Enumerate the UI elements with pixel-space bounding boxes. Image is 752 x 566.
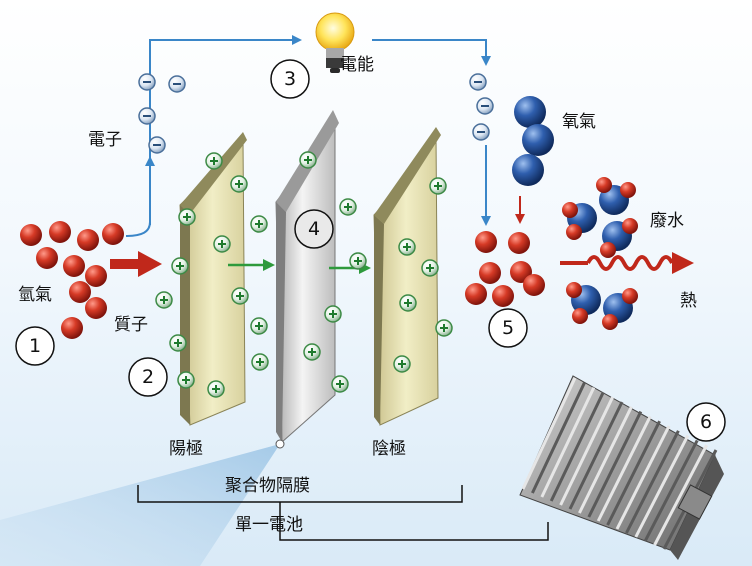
electron-group-left: [138, 73, 186, 154]
stack-fin: [606, 420, 661, 526]
heat-arrow: [560, 252, 694, 274]
marker-4: 4: [294, 209, 334, 249]
marker-2: 2: [128, 357, 168, 397]
svg-text:6: 6: [700, 411, 712, 433]
stack-fin: [587, 410, 643, 518]
proton-particle: [331, 375, 349, 393]
proton-particle: [230, 175, 248, 193]
label-heat: 熱: [680, 291, 697, 311]
proton-particle: [324, 305, 342, 323]
proton-particle: [177, 371, 195, 389]
proton-particle: [205, 152, 223, 170]
electron-particle: [138, 73, 156, 91]
marker-6: 6: [686, 402, 726, 442]
light-bulb-icon: [315, 12, 355, 73]
stack-fin: [540, 386, 596, 498]
stack-fin: [559, 396, 614, 506]
proton-particle: [399, 294, 417, 312]
label-membrane: 聚合物隔膜: [225, 476, 310, 496]
proton-particle: [250, 317, 268, 335]
electron-particle: [476, 97, 494, 115]
circuit-wire-right: [372, 39, 491, 66]
proton-particle: [207, 380, 225, 398]
proton-particle: [251, 353, 269, 371]
hydrogen-atoms-output: [465, 231, 545, 307]
circuit-wire-left: [149, 35, 302, 160]
proton-particle: [349, 252, 367, 270]
stack-fin: [568, 401, 624, 510]
proton-particle: [155, 291, 173, 309]
proton-particle: [299, 151, 317, 169]
electron-particle: [472, 123, 490, 141]
hydrogen-atoms-input: [20, 221, 124, 339]
oxygen-molecules: [512, 96, 554, 186]
svg-text:5: 5: [502, 317, 514, 339]
stack-fins: [521, 377, 718, 550]
single-cell-bracket: [279, 502, 549, 541]
svg-text:3: 3: [284, 68, 296, 90]
stack-fin: [625, 430, 680, 534]
label-electron: 電子: [88, 130, 122, 150]
proton-particle: [213, 235, 231, 253]
magnify-beam: [0, 444, 280, 566]
label-electricity: 電能: [340, 55, 374, 75]
proton-particle: [339, 198, 357, 216]
water-molecules: [562, 177, 638, 330]
electron-particle: [469, 73, 487, 91]
marker-3: 3: [270, 59, 310, 99]
stack-fin: [578, 406, 633, 514]
label-hydrogen: 氫氣: [18, 285, 52, 305]
electron-particle: [138, 107, 156, 125]
stack-fin: [634, 434, 690, 538]
proton-particle: [303, 343, 321, 361]
svg-text:2: 2: [142, 366, 154, 388]
proton-particles: [155, 151, 453, 398]
stack-fin: [653, 444, 708, 546]
stack-fin: [521, 377, 577, 490]
proton-particle: [393, 355, 411, 373]
proton-particle: [398, 238, 416, 256]
marker-5: 5: [488, 308, 528, 348]
label-proton: 質子: [114, 315, 148, 335]
svg-text:1: 1: [29, 335, 41, 357]
electron-particle: [168, 75, 186, 93]
label-cathode: 陰極: [372, 439, 406, 459]
label-single-cell: 單一電池: [235, 515, 303, 535]
stack-fin: [549, 391, 605, 502]
proton-particle: [435, 319, 453, 337]
svg-text:4: 4: [308, 218, 320, 240]
fuel-cell-stack-icon: [519, 375, 724, 560]
membrane-assembly-bracket: [137, 485, 463, 503]
stack-fin: [531, 382, 586, 494]
label-waste-water: 廢水: [650, 211, 684, 231]
stack-fin: [643, 439, 699, 542]
marker-1: 1: [15, 326, 55, 366]
proton-particle: [421, 259, 439, 277]
proton-particle: [169, 334, 187, 352]
proton-particle: [178, 208, 196, 226]
proton-particle: [250, 215, 268, 233]
proton-particle: [171, 257, 189, 275]
electron-particle: [148, 136, 166, 154]
hydrogen-input-arrow: [110, 251, 162, 277]
proton-particle: [429, 177, 447, 195]
stack-fin: [615, 425, 671, 530]
electron-branch: [125, 221, 151, 237]
magnify-pin: [275, 439, 285, 449]
proton-particle: [231, 287, 249, 305]
electron-group-right: [469, 73, 494, 141]
label-anode: 陽極: [169, 439, 203, 459]
label-oxygen: 氧氣: [562, 112, 596, 132]
stack-fin: [596, 415, 652, 522]
